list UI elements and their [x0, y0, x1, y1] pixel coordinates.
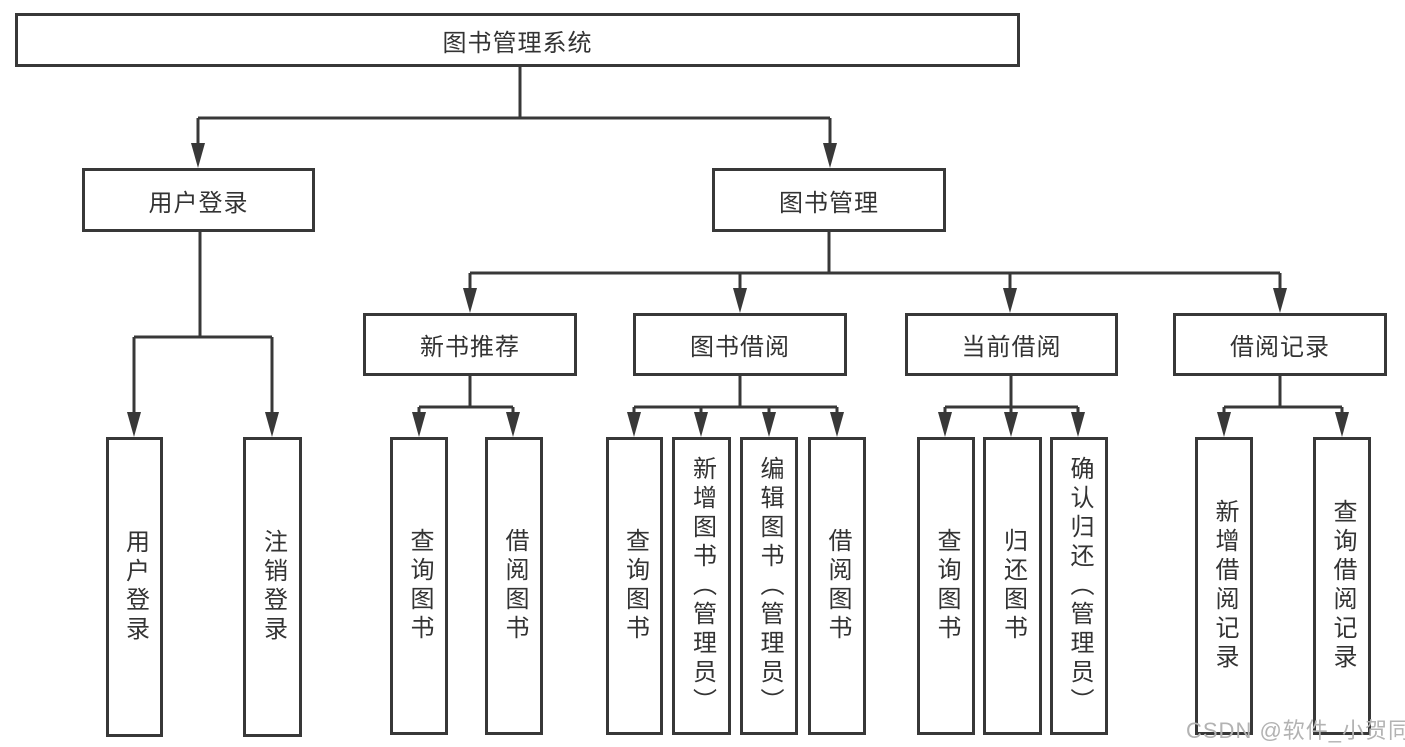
leaf-confirm-return-admin: 确认归还（管理员） — [1050, 437, 1108, 735]
leaf-user-login-label: 用户登录 — [121, 529, 149, 645]
node-user-login-branch: 用户登录 — [82, 168, 315, 232]
leaf-return-books-label: 归还图书 — [999, 528, 1027, 644]
leaf-query-books-1: 查询图书 — [390, 437, 448, 735]
leaf-add-borrow-record: 新增借阅记录 — [1195, 437, 1253, 735]
leaf-query-books-3-label: 查询图书 — [933, 528, 960, 644]
node-library-management-system: 图书管理系统 — [15, 13, 1020, 67]
leaf-add-book-admin: 新增图书（管理员） — [672, 437, 731, 735]
leaf-confirm-return-admin-label: 确认归还（管理员） — [1066, 455, 1093, 717]
leaf-add-borrow-record-label: 新增借阅记录 — [1211, 499, 1238, 673]
leaf-borrow-books-2-label: 借阅图书 — [824, 528, 851, 644]
leaf-query-borrow-record-label: 查询借阅记录 — [1329, 499, 1356, 673]
leaf-query-books-2: 查询图书 — [606, 437, 663, 735]
node-new-book-recommend: 新书推荐 — [363, 313, 577, 376]
leaf-add-book-admin-label: 新增图书（管理员） — [688, 455, 716, 717]
leaf-user-login: 用户登录 — [106, 437, 163, 737]
leaf-edit-book-admin: 编辑图书（管理员） — [740, 437, 798, 735]
node-current-borrowing: 当前借阅 — [905, 313, 1118, 376]
leaf-query-borrow-record: 查询借阅记录 — [1313, 437, 1371, 735]
watermark: CSDN @软件_小贺同学 — [1186, 718, 1405, 743]
node-borrowing-records: 借阅记录 — [1173, 313, 1387, 376]
leaf-return-books: 归还图书 — [983, 437, 1042, 735]
leaf-query-books-2-label: 查询图书 — [621, 528, 649, 644]
leaf-borrow-books-1: 借阅图书 — [485, 437, 543, 735]
leaf-borrow-books-1-label: 借阅图书 — [501, 528, 528, 644]
leaf-borrow-books-2: 借阅图书 — [808, 437, 866, 735]
leaf-logout-label: 注销登录 — [259, 529, 287, 645]
leaf-query-books-1-label: 查询图书 — [406, 528, 433, 644]
leaf-logout: 注销登录 — [243, 437, 302, 737]
node-book-borrowing: 图书借阅 — [633, 313, 847, 376]
node-book-management: 图书管理 — [712, 168, 946, 232]
leaf-edit-book-admin-label: 编辑图书（管理员） — [756, 455, 783, 717]
leaf-query-books-3: 查询图书 — [917, 437, 975, 735]
